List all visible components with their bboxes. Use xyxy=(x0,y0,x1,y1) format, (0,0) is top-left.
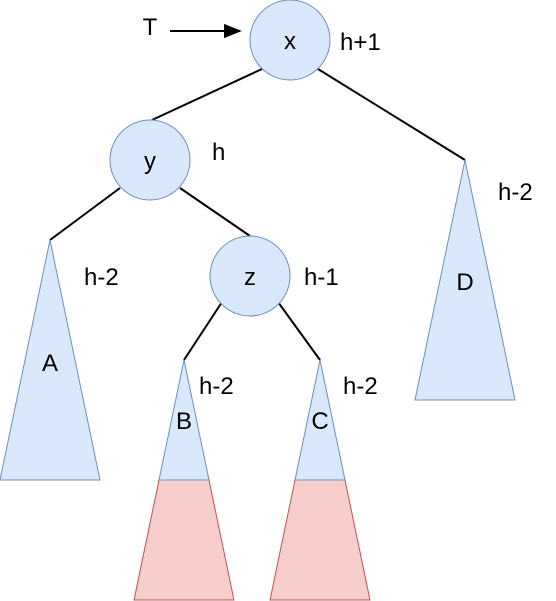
subtree-a-height: h-2 xyxy=(84,264,119,291)
edge-y-z xyxy=(179,187,251,237)
subtree-b-extension xyxy=(133,479,235,601)
subtree-a-label: A xyxy=(42,350,58,377)
pointer-label: T xyxy=(143,14,158,41)
subtree-a-triangle xyxy=(0,239,101,481)
subtree-d-height: h-2 xyxy=(498,179,533,206)
subtree-c-height: h-2 xyxy=(343,373,378,400)
edge-y-a xyxy=(49,187,121,241)
subtree-d-triangle xyxy=(414,159,516,401)
node-y xyxy=(109,119,191,201)
edge-x-d xyxy=(317,68,466,161)
subtree-c-triangle xyxy=(294,359,346,481)
subtree-b-label: B xyxy=(176,408,192,435)
node-y-label: y xyxy=(144,148,156,175)
node-z-label: z xyxy=(244,264,256,291)
subtree-b-height: h-2 xyxy=(199,373,234,400)
subtree-d-label: D xyxy=(456,269,473,296)
node-y-height: h xyxy=(212,139,225,166)
subtree-c-extension xyxy=(269,479,371,601)
subtree-c-label: C xyxy=(311,408,328,435)
edge-z-c xyxy=(277,301,321,361)
subtree-b-triangle xyxy=(158,359,210,481)
edge-x-y xyxy=(151,68,263,121)
node-x-label: x xyxy=(284,28,296,55)
node-z xyxy=(209,235,291,317)
edge-z-b xyxy=(183,301,223,361)
node-z-height: h-1 xyxy=(304,264,339,291)
node-x-height: h+1 xyxy=(340,29,381,56)
node-x xyxy=(249,0,331,81)
